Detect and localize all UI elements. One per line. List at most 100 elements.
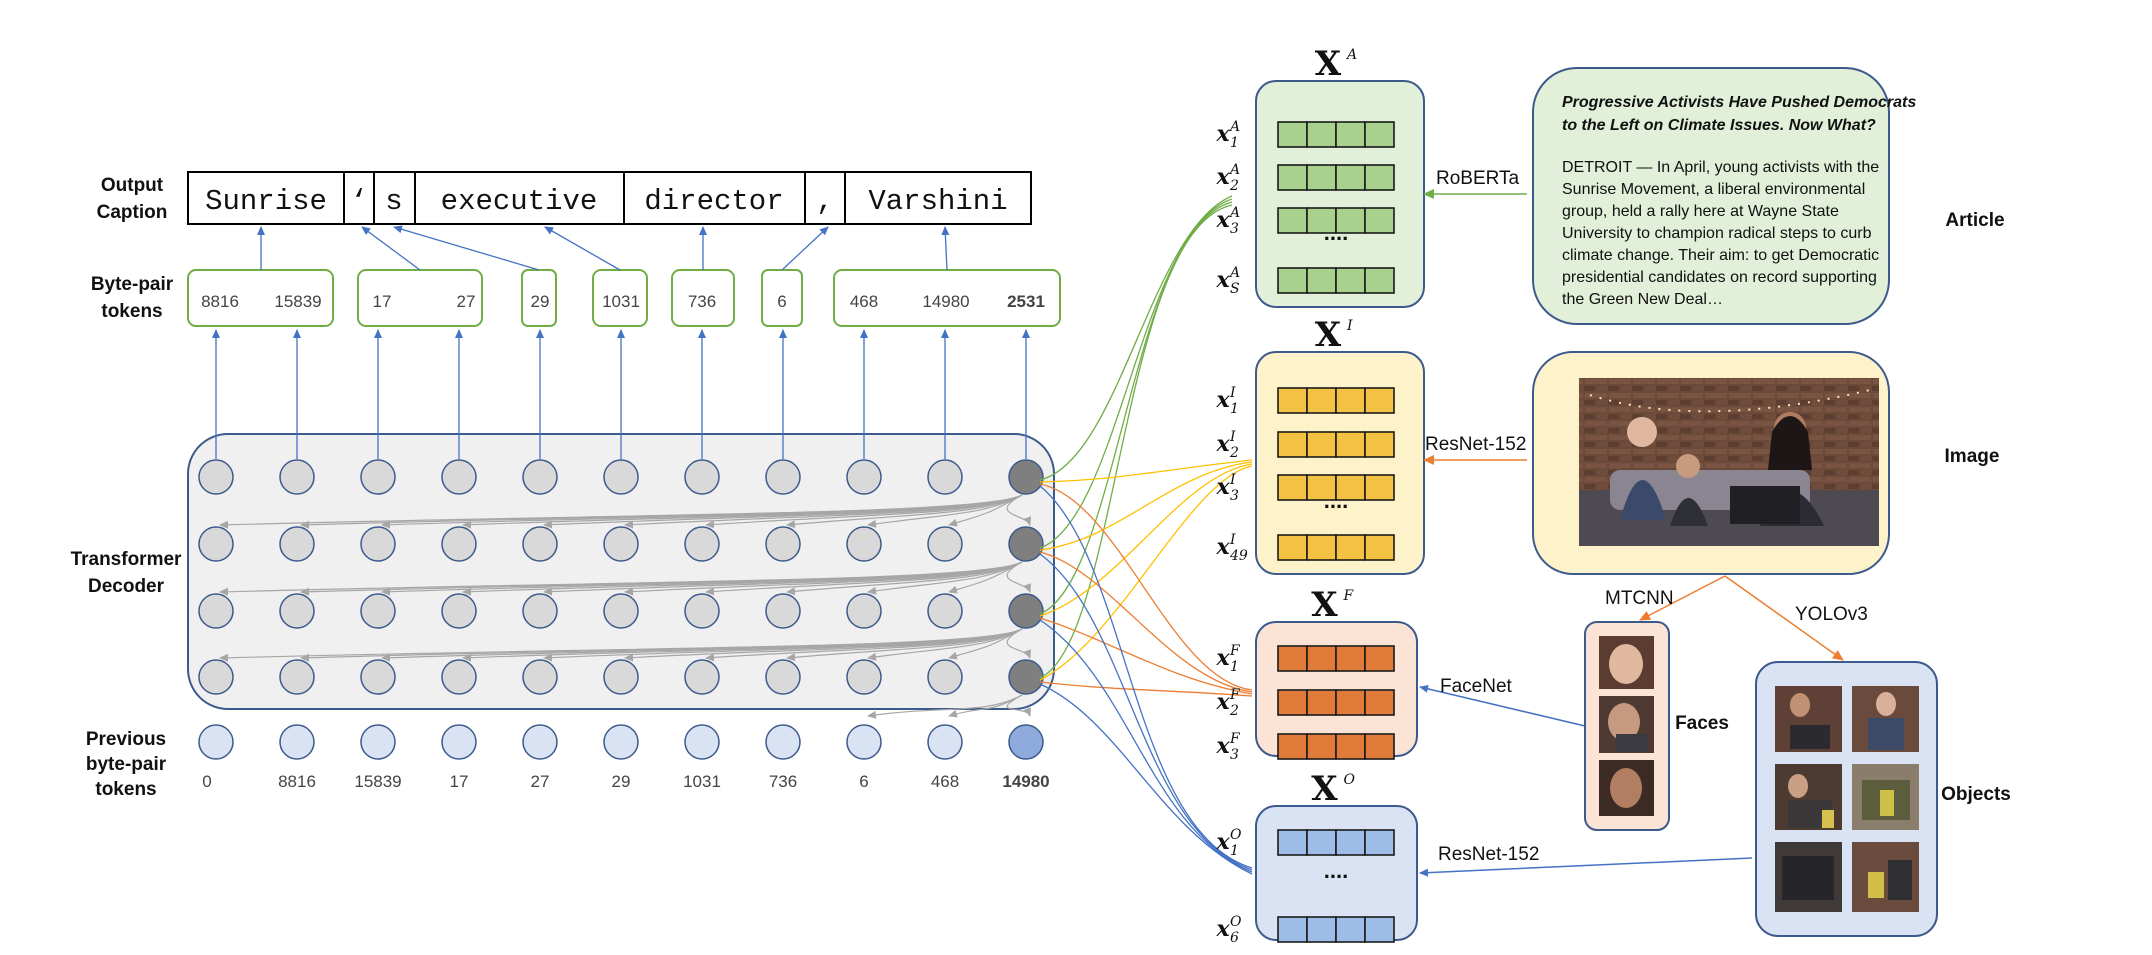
- vector-label: x: [1215, 534, 1230, 560]
- feature-cell: [1306, 431, 1337, 458]
- article-side-label: Article: [1945, 210, 2004, 231]
- face-crop: [1599, 696, 1654, 753]
- image-matrix-sup: I: [1346, 318, 1353, 334]
- previous-token-node: [522, 724, 558, 760]
- feature-cell: [1277, 387, 1308, 414]
- feature-cell: [1306, 207, 1337, 234]
- decoder-node: [441, 459, 477, 495]
- attention-arrow: [867, 694, 1023, 719]
- vector-sub: 2: [1229, 703, 1239, 719]
- previous-token-node: [1008, 724, 1044, 760]
- article-body-line: University to champion radical steps to …: [1562, 225, 1872, 242]
- vector-label: x: [1215, 689, 1230, 715]
- vector-label: x: [1215, 121, 1230, 147]
- previous-token-value: 736: [769, 772, 797, 791]
- decoder-node: [441, 526, 477, 562]
- decoder-active-node: [1008, 526, 1044, 562]
- bpe-token: 736: [688, 292, 716, 311]
- vector-sup: O: [1230, 914, 1242, 930]
- feature-cell: [1306, 164, 1337, 191]
- vector-sub: 2: [1229, 445, 1239, 461]
- previous-token-node: [603, 724, 639, 760]
- decoder-node: [279, 659, 315, 695]
- article-matrix-sup: A: [1345, 47, 1357, 63]
- feature-cell: [1306, 121, 1337, 148]
- vector-sup: F: [1229, 687, 1241, 703]
- vector-label: x: [1215, 733, 1230, 759]
- previous-token-node: [360, 724, 396, 760]
- ellipsis-dots: ....: [1324, 858, 1348, 883]
- vector-label: x: [1215, 829, 1230, 855]
- feature-cell: [1335, 645, 1366, 672]
- vector-label: x: [1215, 387, 1230, 413]
- bpe-token: 6: [777, 292, 786, 311]
- feature-cell: [1306, 474, 1337, 501]
- feature-cell: [1277, 431, 1308, 458]
- previous-token-value: 29: [612, 772, 631, 791]
- previous-label-line3: tokens: [95, 779, 156, 800]
- decoder-node: [846, 593, 882, 629]
- attention-arrow: [867, 494, 1023, 528]
- previous-token-node: [927, 724, 963, 760]
- attention-arrow: [867, 561, 1023, 595]
- decoder-node: [441, 659, 477, 695]
- decoder-grid: [198, 329, 1044, 719]
- object-crop: [1852, 764, 1919, 830]
- faces-matrix-sup: F: [1343, 588, 1355, 604]
- decoder-node: [927, 459, 963, 495]
- vector-label: x: [1215, 645, 1230, 671]
- output-caption-label-line2: Caption: [97, 202, 168, 223]
- decoder-node: [522, 459, 558, 495]
- previous-label-line1: Previous: [86, 729, 166, 750]
- vector-sup: A: [1228, 119, 1240, 135]
- decoder-node: [522, 526, 558, 562]
- encoder-arrows: [1419, 189, 1844, 877]
- vector-label: x: [1215, 916, 1230, 942]
- vector-sub: 1: [1230, 401, 1239, 417]
- attention-arrow: [1006, 694, 1031, 717]
- decoder-node: [279, 593, 315, 629]
- feature-cell: [1277, 829, 1308, 856]
- bpe-token: 15839: [274, 292, 321, 311]
- objects-matrix-sup: O: [1344, 772, 1356, 788]
- output-caption-label: Output Caption: [97, 175, 168, 223]
- objects-matrix-name: X: [1311, 769, 1338, 809]
- decoder-node: [198, 459, 234, 495]
- decoder-active-node: [1008, 659, 1044, 695]
- feature-cell: [1335, 689, 1366, 716]
- decoder-label-line2: Decoder: [88, 576, 165, 597]
- previous-token-value: 8816: [278, 772, 316, 791]
- previous-token-value: 15839: [354, 772, 401, 791]
- bpe-token: 29: [531, 292, 550, 311]
- decoder-node: [360, 459, 396, 495]
- feature-cell: [1306, 387, 1337, 414]
- feature-cell: [1306, 645, 1337, 672]
- bpe-token: 1031: [602, 292, 640, 311]
- article-body-line: presidential candidates on record suppor…: [1562, 269, 1877, 286]
- article-body-line: DETROIT — In April, young activists with…: [1562, 159, 1879, 176]
- decoder-node: [198, 593, 234, 629]
- decoder-active-node: [1008, 459, 1044, 495]
- transformer-decoder-label: Transformer Decoder: [71, 549, 182, 597]
- cross-attention-curves: [1039, 195, 1253, 875]
- decoder-node: [360, 593, 396, 629]
- feature-cell: [1364, 689, 1395, 716]
- previous-token-value: 1031: [683, 772, 721, 791]
- vector-sub: 49: [1229, 548, 1248, 564]
- feature-cell: [1335, 431, 1366, 458]
- feature-cell: [1335, 387, 1366, 414]
- feature-cell: [1364, 387, 1395, 414]
- decoder-node: [522, 593, 558, 629]
- vector-sub: 3: [1230, 488, 1239, 504]
- decoder-node: [603, 459, 639, 495]
- decoder-node: [441, 593, 477, 629]
- decoder-node: [684, 526, 720, 562]
- attention-arrow: [948, 694, 1023, 718]
- feature-cell: [1306, 916, 1337, 943]
- decoder-node: [927, 526, 963, 562]
